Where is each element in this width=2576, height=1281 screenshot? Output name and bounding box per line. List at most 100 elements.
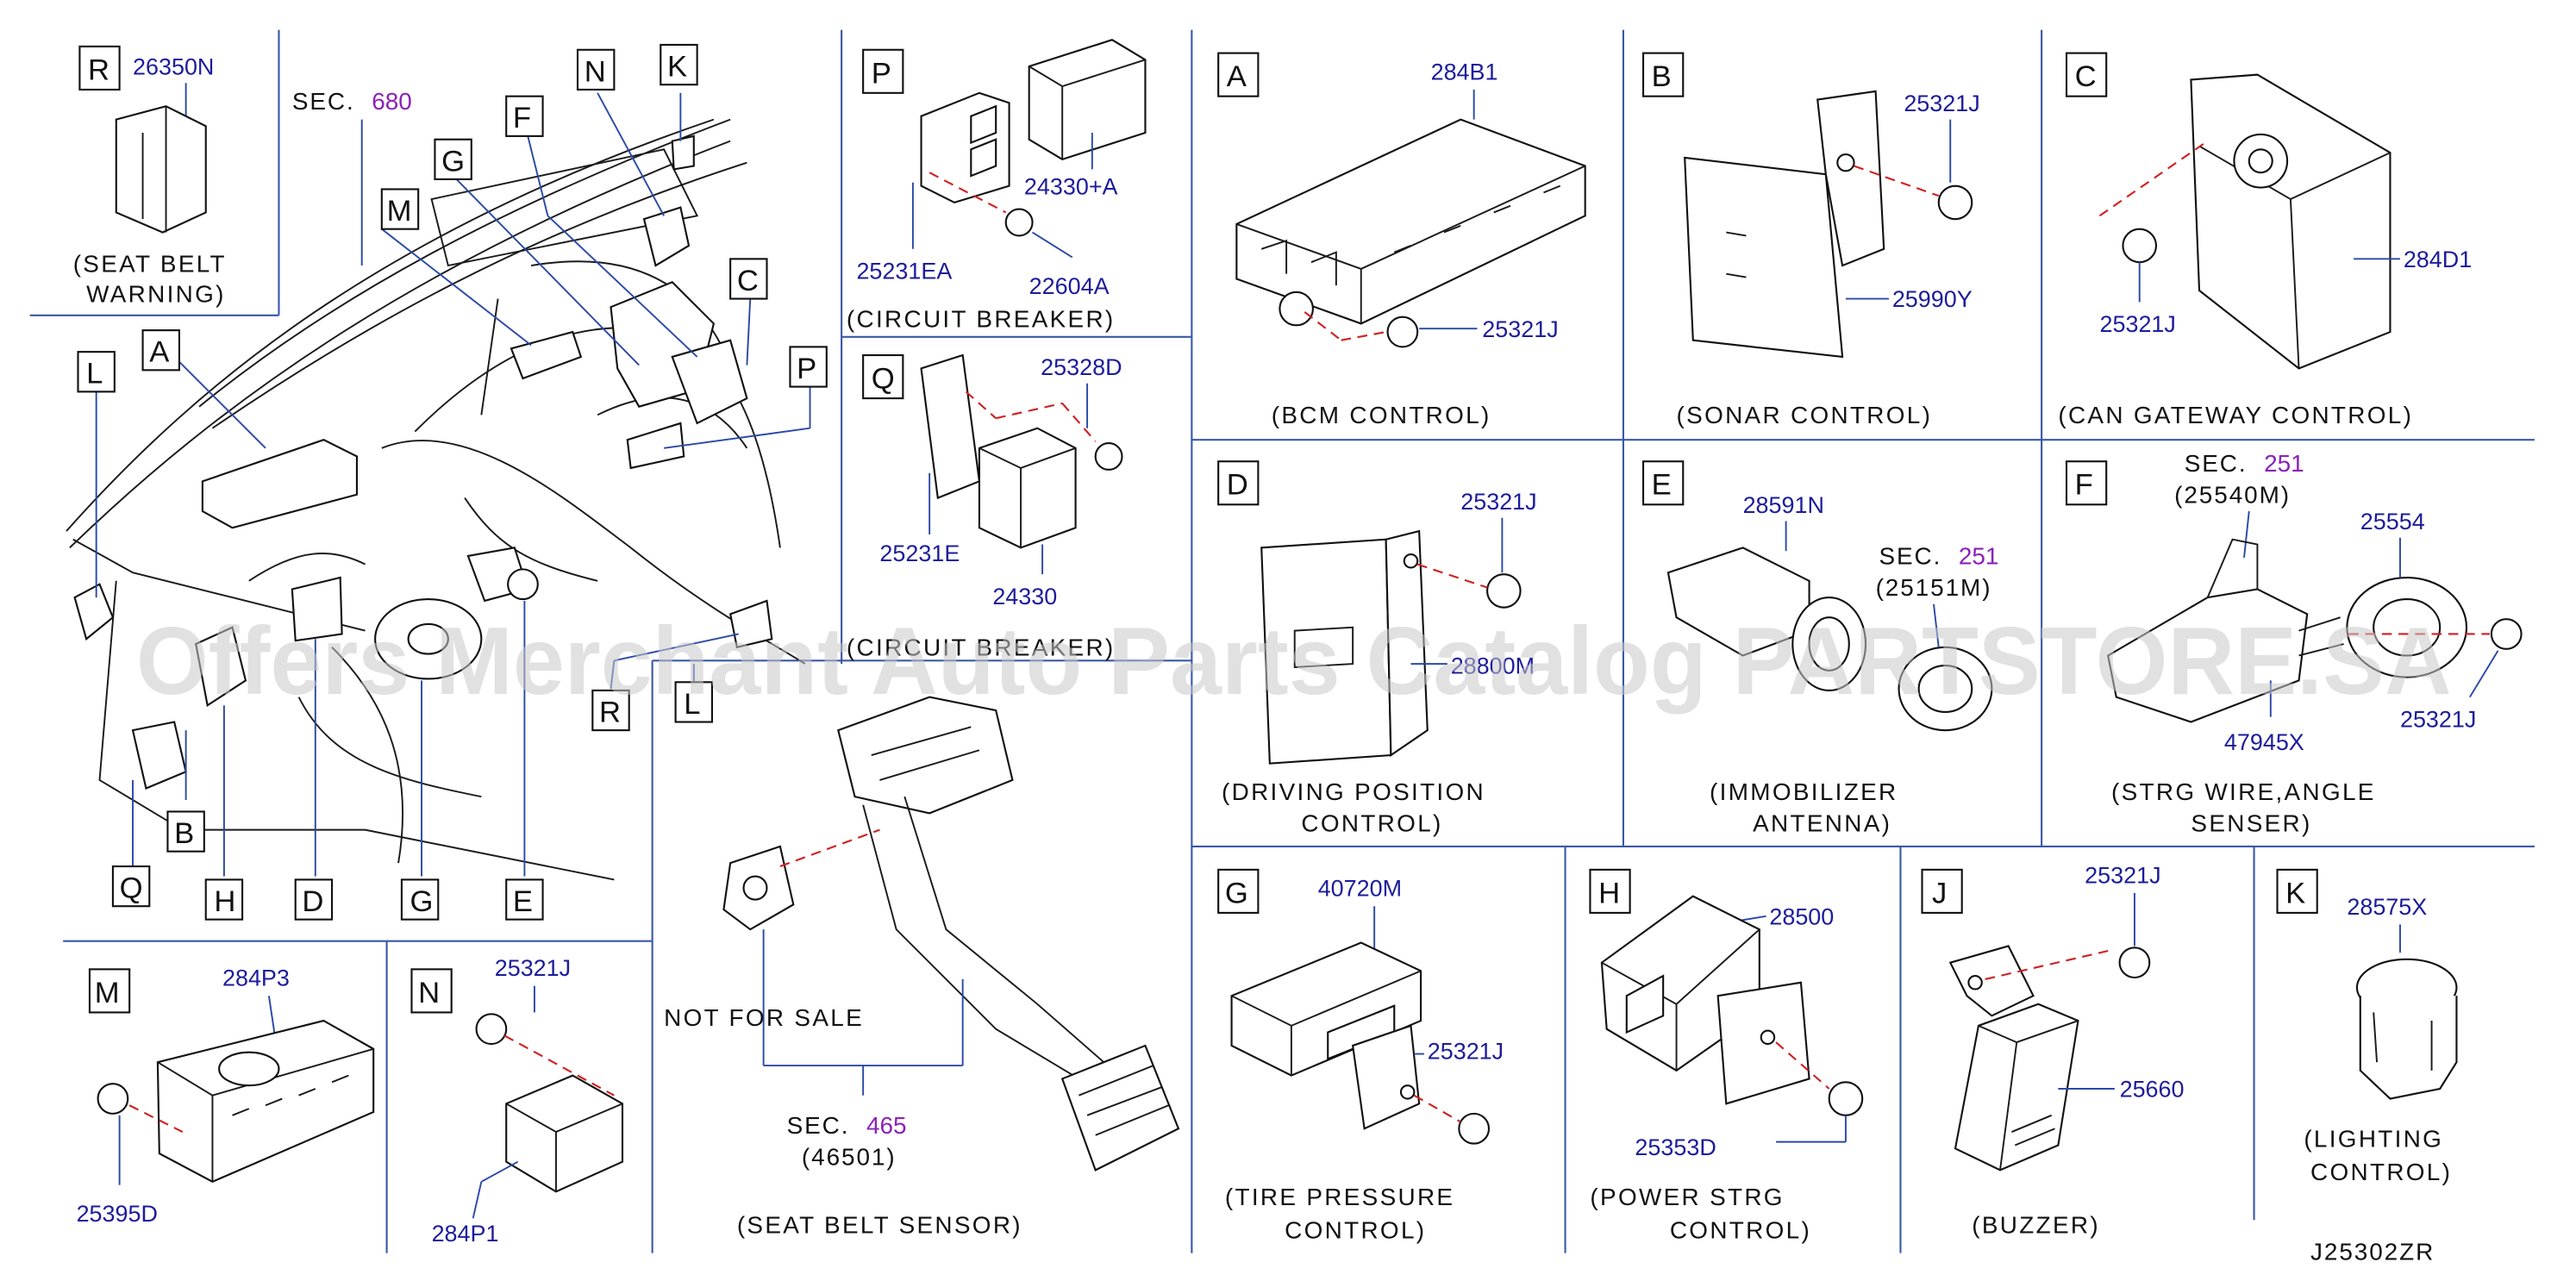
panel-l-caption: (SEAT BELT SENSOR)	[737, 1211, 1022, 1238]
panel-k-caption-1: (LIGHTING	[2304, 1125, 2443, 1152]
callout-c[interactable]: C	[729, 258, 768, 300]
callout-q[interactable]: Q	[111, 865, 151, 908]
svg-text:L: L	[684, 688, 700, 721]
panel-a-letter: A	[1227, 60, 1247, 93]
panel-m-letter: M	[95, 977, 120, 1009]
panel-p: P 24330+A 25231EA 22604A (CIRCUIT BREAKE…	[847, 39, 1147, 332]
part-28500[interactable]: 28500	[1769, 903, 1834, 929]
part-25321j-f[interactable]: 25321J	[2400, 706, 2476, 732]
part-28800m[interactable]: 28800M	[1451, 653, 1535, 679]
part-25395d[interactable]: 25395D	[77, 1201, 158, 1227]
part-47945x[interactable]: 47945X	[2224, 729, 2304, 755]
panel-e-sec-label: SEC.	[1879, 543, 1941, 570]
part-25321j-c[interactable]: 25321J	[2100, 311, 2176, 337]
callout-r2[interactable]: R	[591, 689, 630, 732]
part-25990y[interactable]: 25990Y	[1892, 286, 1973, 312]
part-25554[interactable]: 25554	[2360, 509, 2425, 534]
panel-l-sec-label: SEC.	[787, 1112, 850, 1139]
callout-p[interactable]: P	[789, 346, 828, 388]
panel-q: Q 25328D 25231E 24330 (CIRCUIT BREAKER)	[847, 353, 1123, 660]
panel-r-letter: R	[88, 53, 109, 86]
callout-f[interactable]: G	[400, 878, 440, 921]
part-25353d[interactable]: 25353D	[1635, 1134, 1716, 1160]
svg-text:D: D	[302, 885, 323, 918]
panel-h-caption-2: CONTROL)	[1670, 1216, 1811, 1243]
panel-g: G 40720M 25321J (TIRE PRESSURE CONTROL)	[1217, 868, 1504, 1243]
panel-f-letter: F	[2075, 469, 2093, 502]
part-284d1[interactable]: 284D1	[2404, 247, 2472, 272]
part-25321j-g[interactable]: 25321J	[1428, 1038, 1504, 1064]
callout-l2[interactable]: L	[674, 681, 714, 723]
callout-g[interactable]: F	[505, 95, 544, 137]
part-28575x[interactable]: 28575X	[2347, 894, 2427, 920]
panel-separators	[29, 29, 2535, 1253]
panel-l: NOT FOR SALE SEC. 465 (46501) (SEAT BELT…	[664, 696, 1180, 1238]
panel-b-caption: (SONAR CONTROL)	[1677, 402, 1933, 428]
panel-d-letter: D	[1227, 469, 1248, 502]
panel-l-sec-part: (46501)	[802, 1144, 897, 1171]
part-25328d[interactable]: 25328D	[1041, 354, 1122, 380]
svg-text:G: G	[441, 145, 465, 178]
callout-a[interactable]: A	[141, 329, 180, 372]
callout-e[interactable]: E	[505, 878, 544, 921]
part-25231e[interactable]: 25231E	[879, 541, 960, 566]
panel-e: E 28591N SEC. 251 (25151M) (IMMOBILIZER …	[1641, 460, 1999, 837]
part-40720m[interactable]: 40720M	[1318, 876, 1402, 902]
part-25321j-j[interactable]: 25321J	[2085, 862, 2160, 888]
panel-r: R 26350N (SEAT BELT WARNING)	[73, 45, 227, 307]
panel-g-caption-2: CONTROL)	[1285, 1216, 1426, 1243]
panel-r-caption-2: WARNING)	[86, 280, 226, 307]
part-284p1[interactable]: 284P1	[432, 1221, 499, 1247]
svg-text:N: N	[585, 55, 606, 88]
panel-g-letter: G	[1225, 877, 1248, 909]
panel-f-sec-label: SEC.	[2185, 450, 2248, 477]
diagram-code: J25302ZR	[2310, 1238, 2435, 1265]
part-284b1[interactable]: 284B1	[1431, 59, 1498, 84]
part-25660[interactable]: 25660	[2120, 1077, 2185, 1103]
panel-f-sec-number: 251	[2264, 450, 2304, 477]
panel-e-sec-number: 251	[1959, 543, 1999, 570]
callout-h[interactable]: G	[434, 138, 472, 180]
part-24330-a[interactable]: 24330+A	[1024, 173, 1118, 199]
part-25321j-n[interactable]: 25321J	[495, 955, 571, 981]
panel-h: H 28500 25353D (POWER STRG CONTROL)	[1589, 868, 1864, 1243]
svg-text:B: B	[174, 817, 194, 850]
panel-a-caption: (BCM CONTROL)	[1272, 402, 1491, 428]
part-28591n[interactable]: 28591N	[1743, 492, 1824, 518]
callout-j[interactable]: H	[204, 878, 244, 921]
part-26350n[interactable]: 26350N	[133, 54, 214, 80]
panel-m: M 284P3 25395D	[77, 965, 375, 1227]
svg-text:G: G	[410, 885, 434, 918]
svg-text:R: R	[599, 697, 621, 729]
callout-k[interactable]: K	[660, 43, 698, 86]
panel-n: N 25321J 284P1	[410, 955, 624, 1247]
part-25321j-d[interactable]: 25321J	[1460, 489, 1536, 515]
callout-m[interactable]: M	[380, 188, 420, 230]
callout-l[interactable]: L	[77, 351, 116, 393]
panel-f-caption-1: (STRG WIRE,ANGLE	[2111, 778, 2376, 805]
part-24330[interactable]: 24330	[992, 584, 1057, 609]
panel-k-caption-2: CONTROL)	[2310, 1159, 2452, 1185]
part-25321j-b[interactable]: 25321J	[1904, 91, 1979, 116]
part-284p3[interactable]: 284P3	[222, 965, 290, 991]
callout-b[interactable]: B	[166, 810, 205, 853]
panel-d: D 25321J 28800M (DRIVING POSITION CONTRO…	[1217, 460, 1537, 837]
panel-k: K 28575X (LIGHTING CONTROL)	[2276, 868, 2458, 1185]
panel-b-letter: B	[1652, 60, 1672, 93]
part-22604a[interactable]: 22604A	[1029, 273, 1110, 299]
panel-c: C 25321J 284D1 (CAN GATEWAY CONTROL)	[2058, 52, 2472, 428]
panel-j-caption: (BUZZER)	[1972, 1211, 2100, 1238]
overview-dashboard: SEC. 680	[66, 43, 828, 921]
panel-l-sec-number: 465	[866, 1112, 907, 1139]
panel-p-caption: (CIRCUIT BREAKER)	[847, 305, 1116, 332]
callout-d[interactable]: D	[294, 878, 334, 921]
panel-h-letter: H	[1598, 877, 1620, 909]
panel-r-caption-1: (SEAT BELT	[73, 251, 227, 278]
part-25231ea[interactable]: 25231EA	[856, 258, 952, 284]
part-25321j-a[interactable]: 25321J	[1482, 316, 1558, 342]
callout-n[interactable]: N	[576, 48, 616, 91]
panel-c-caption: (CAN GATEWAY CONTROL)	[2058, 402, 2413, 428]
panel-q-caption: (CIRCUIT BREAKER)	[847, 634, 1116, 660]
